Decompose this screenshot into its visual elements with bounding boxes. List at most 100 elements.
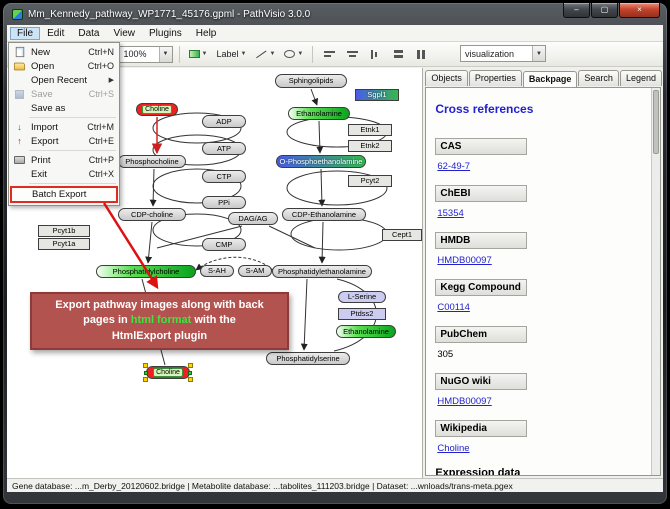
chevron-down-icon: ▼ [240, 51, 247, 57]
menu-item-import[interactable]: ↓ Import Ctrl+M [9, 120, 119, 134]
stack-horizontal-button[interactable] [411, 45, 431, 64]
tab-backpage[interactable]: Backpage [522, 71, 578, 87]
menu-view[interactable]: View [113, 27, 135, 39]
pathway-node-cdp-choline[interactable]: CDP-choline [118, 208, 186, 221]
pathway-node-pcyt1b[interactable]: Pcyt1b [38, 225, 90, 237]
menu-item-exit[interactable]: Exit Ctrl+X [9, 167, 119, 181]
stack-vertical-button[interactable] [388, 45, 408, 64]
tab-legend[interactable]: Legend [619, 70, 662, 86]
cross-reference-value: 305 [437, 349, 454, 360]
menu-item-shortcut: Ctrl+N [88, 47, 114, 57]
panel-scrollbar[interactable] [651, 88, 660, 475]
menu-item-open-recent[interactable]: Open Recent ▶ [9, 73, 119, 87]
pathway-node-atp[interactable]: ATP [202, 142, 246, 155]
menu-file[interactable]: File [10, 26, 41, 40]
backpage-section-kegg: Kegg Compound C00114 [435, 279, 646, 313]
pathway-node-cept1[interactable]: Cept1 [382, 229, 422, 241]
datanode-icon [188, 50, 200, 58]
scrollbar-thumb[interactable] [653, 90, 659, 154]
label-tool-button[interactable]: Label ▼ [213, 45, 249, 64]
selection-handle[interactable] [143, 377, 148, 382]
status-bar: Gene database: ...m_Derby_20120602.bridg… [7, 478, 663, 492]
selection-handle[interactable] [143, 363, 148, 368]
pathway-node-phosphatidylethanolamine[interactable]: Phosphatidylethanolamine [272, 265, 372, 278]
maximize-button[interactable]: ▢ [591, 3, 618, 18]
cross-reference-link[interactable]: Choline [437, 443, 470, 454]
visualization-value: visualization [465, 48, 515, 59]
cross-reference-link[interactable]: C00114 [437, 302, 470, 313]
submenu-arrow-icon: ▶ [108, 77, 114, 84]
pathway-node-cmp[interactable]: CMP [202, 238, 246, 251]
cross-reference-link[interactable]: HMDB00097 [437, 255, 492, 266]
close-button[interactable]: × [619, 3, 660, 18]
menu-item-shortcut: Ctrl+X [88, 169, 114, 179]
line-tool-button[interactable]: ▼ [252, 45, 278, 64]
section-header: ChEBI [435, 185, 528, 202]
menu-item-batch-export[interactable]: Batch Export [10, 186, 118, 203]
pathway-node-adp[interactable]: ADP [202, 115, 246, 128]
zoom-select[interactable]: 100% ▼ [118, 45, 173, 63]
pathway-node-choline-top[interactable]: Choline [136, 103, 178, 116]
backpage-section-cas: CAS 62-49-7 [435, 138, 646, 172]
port-handle[interactable] [144, 371, 148, 375]
align-top-icon [368, 48, 382, 60]
pathway-node-ptdss2[interactable]: Ptdss2 [338, 308, 386, 320]
pathway-node-ppi[interactable]: PPi [202, 196, 246, 209]
selection-handle[interactable] [188, 363, 193, 368]
pathway-node-dag-ag[interactable]: DAG/AG [228, 212, 278, 225]
pathway-node-ethanolamine-top[interactable]: Ethanolamine [288, 107, 350, 120]
tab-properties[interactable]: Properties [468, 70, 522, 86]
pathway-node-choline-bottom[interactable]: Choline [143, 363, 193, 382]
toolbar-separator [178, 45, 180, 63]
visualization-select[interactable]: visualization ▼ [460, 45, 546, 62]
cross-reference-link[interactable]: 15354 [437, 208, 464, 219]
cross-reference-link[interactable]: HMDB00097 [437, 396, 492, 407]
pathway-node-o-phosphoethanolamine[interactable]: O-Phosphoethanolamine [276, 155, 366, 168]
tab-search[interactable]: Search [578, 70, 619, 86]
menu-item-new[interactable]: New Ctrl+N [9, 45, 119, 59]
datanode-tool-button[interactable]: ▼ [186, 45, 211, 64]
align-left-button[interactable] [319, 45, 339, 64]
selection-handle[interactable] [188, 377, 193, 382]
menu-item-label: Export [31, 135, 59, 147]
menu-item-print[interactable]: Print Ctrl+P [9, 153, 119, 167]
title-bar[interactable]: Mm_Kennedy_pathway_WP1771_45176.gpml - P… [3, 3, 667, 25]
menu-item-save-as[interactable]: Save as [9, 101, 119, 115]
pathway-node-etnk1[interactable]: Etnk1 [348, 124, 392, 136]
menu-plugins[interactable]: Plugins [148, 27, 182, 39]
menu-item-open[interactable]: Open Ctrl+O [9, 59, 119, 73]
cross-reference-link[interactable]: 62-49-7 [437, 161, 471, 172]
pathway-node-ctp[interactable]: CTP [202, 170, 246, 183]
menu-edit[interactable]: Edit [47, 27, 65, 39]
pathway-node-s-am[interactable]: S-AM [238, 265, 272, 277]
chevron-down-icon[interactable]: ▼ [532, 46, 545, 61]
pathway-node-phosphatidylserine[interactable]: Phosphatidylserine [266, 352, 350, 365]
import-arrow-icon: ↓ [17, 122, 22, 132]
pathway-node-phosphatidylcholine[interactable]: Phosphatidylcholine [96, 265, 196, 278]
align-center-button[interactable] [342, 45, 362, 64]
shape-tool-button[interactable]: ▼ [281, 45, 306, 64]
chevron-down-icon[interactable]: ▼ [158, 46, 172, 62]
pathway-node-sgpl1[interactable]: Sgpl1 [355, 89, 399, 101]
pathway-node-pcyt2[interactable]: Pcyt2 [348, 175, 392, 187]
align-top-button[interactable] [365, 45, 385, 64]
menu-item-export[interactable]: ↑ Export Ctrl+E [9, 134, 119, 148]
menu-help[interactable]: Help [195, 27, 217, 39]
stack-horizontal-icon [414, 48, 428, 60]
minimize-button[interactable]: – [563, 3, 590, 18]
menu-item-label: Import [31, 121, 58, 133]
port-handle[interactable] [188, 371, 192, 375]
pathway-node-pcyt1a[interactable]: Pcyt1a [38, 238, 90, 250]
pathway-node-l-serine[interactable]: L-Serine [338, 291, 386, 303]
pathway-node-ethanolamine-right[interactable]: Ethanolamine [336, 325, 396, 338]
chevron-down-icon: ▼ [269, 51, 276, 57]
backpage-panel: Cross references CAS 62-49-7 ChEBI 15354… [425, 87, 661, 476]
menu-item-save[interactable]: Save Ctrl+S [9, 87, 119, 101]
pathway-node-sphingolipids[interactable]: Sphingolipids [275, 74, 347, 88]
pathway-node-phosphocholine[interactable]: Phosphocholine [118, 155, 186, 168]
tab-objects[interactable]: Objects [425, 70, 468, 86]
pathway-node-cdp-ethanolamine[interactable]: CDP-Ethanolamine [282, 208, 366, 221]
pathway-node-s-ah[interactable]: S-AH [200, 265, 234, 277]
pathway-node-etnk2[interactable]: Etnk2 [348, 140, 392, 152]
menu-data[interactable]: Data [78, 27, 100, 39]
